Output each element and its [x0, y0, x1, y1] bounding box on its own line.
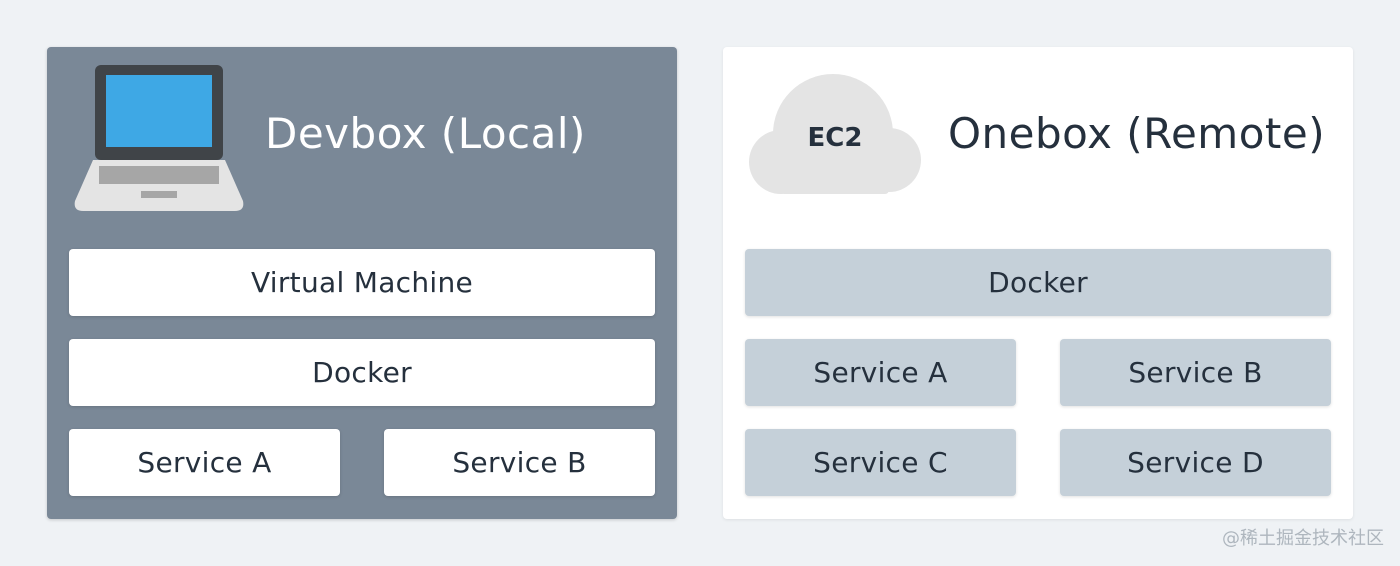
- devbox-docker-layer: Docker: [69, 339, 655, 406]
- devbox-title: Devbox (Local): [265, 109, 586, 158]
- onebox-panel: EC2 Onebox (Remote) Docker Service A Ser…: [723, 47, 1353, 519]
- laptop-icon: [74, 65, 244, 211]
- onebox-service-b: Service B: [1060, 339, 1331, 406]
- devbox-service-a: Service A: [69, 429, 340, 496]
- cloud-icon: EC2: [749, 74, 921, 194]
- onebox-title: Onebox (Remote): [948, 109, 1326, 158]
- devbox-service-b: Service B: [384, 429, 655, 496]
- watermark: @稀土掘金技术社区: [1222, 528, 1384, 549]
- onebox-service-c: Service C: [745, 429, 1016, 496]
- onebox-service-a: Service A: [745, 339, 1016, 406]
- onebox-docker-layer: Docker: [745, 249, 1331, 316]
- ec2-label: EC2: [808, 123, 863, 153]
- virtual-machine-layer: Virtual Machine: [69, 249, 655, 316]
- devbox-panel: Devbox (Local) Virtual Machine Docker Se…: [47, 47, 677, 519]
- onebox-service-d: Service D: [1060, 429, 1331, 496]
